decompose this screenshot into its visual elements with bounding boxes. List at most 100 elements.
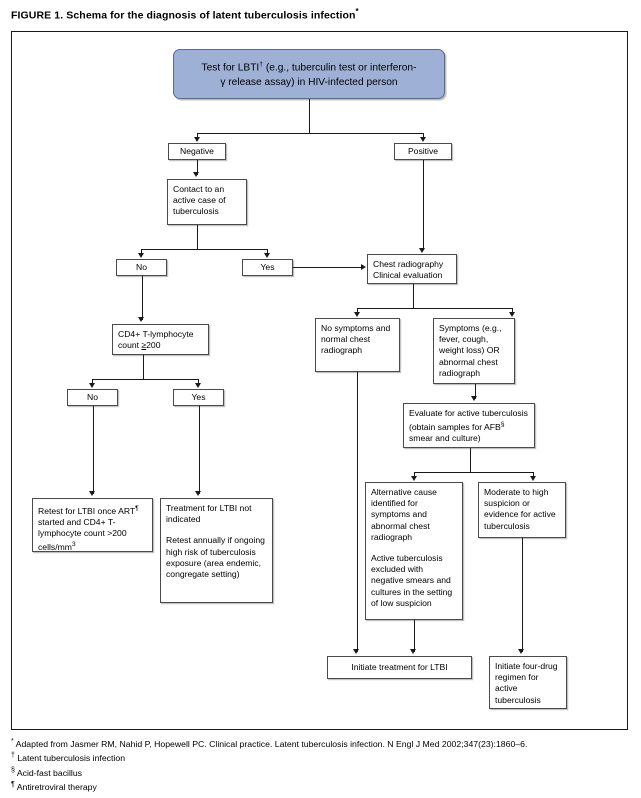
arrow-to-symptoms <box>508 312 515 317</box>
footnote-2: † Latent tuberculosis infection <box>11 750 641 764</box>
node-moderate-high-suspicion: Moderate to high suspicion or evidence f… <box>478 482 566 538</box>
connector-positive-to-chest <box>422 160 424 250</box>
node-cd4-no: No <box>67 389 118 406</box>
page-title: FIGURE 1. Schema for the diagnosis of la… <box>11 7 359 22</box>
node-initiate-treatment-ltbi-label: Initiate treatment for LTBI <box>351 661 448 672</box>
arrow-no-to-cd4 <box>138 317 145 322</box>
footnotes: * Adapted from Jasmer RM, Nahid P, Hopew… <box>11 736 641 794</box>
connector-to-no-symptoms <box>357 308 359 315</box>
node-treatment-not-indicated-p2: Retest annually if ongoing high risk of … <box>166 535 265 580</box>
footnote-3-text: Acid-fast bacillus <box>16 767 83 778</box>
node-treatment-not-indicated: Treatment for LTBI not indicated Retest … <box>160 498 273 603</box>
start-line1-a: Test for LBTI <box>201 62 260 74</box>
node-symptoms: Symptoms (e.g., fever, cough, weight los… <box>433 318 515 384</box>
connector-to-cd4-no <box>92 379 94 386</box>
connector-to-negative <box>197 133 199 140</box>
node-treatment-not-indicated-p1: Treatment for LTBI not indicated <box>166 503 252 525</box>
arrow-moderate-to-fourdrug <box>518 649 525 654</box>
connector-to-contact-yes <box>267 249 269 256</box>
node-chest-radiography: Chest radiography Clinical evaluation <box>367 254 457 284</box>
footnote-4-text: Antiretroviral therapy <box>16 782 97 793</box>
connector-negative-to-contact <box>196 160 198 175</box>
node-moderate-high-text: Moderate to high suspicion or evidence f… <box>484 487 556 531</box>
connector-chest-down <box>412 284 414 309</box>
diagram-frame: Test for LBTI† (e.g., tuberculin test or… <box>11 31 628 730</box>
node-evaluate-text-b: smear and culture) <box>409 433 481 444</box>
connector-to-cd4-yes <box>198 379 200 386</box>
node-cd4-text: CD4+ T-lymphocyte count ≥200 <box>118 329 203 351</box>
node-cd4-yes-label: Yes <box>191 391 206 402</box>
arrow-to-moderate-high <box>529 476 536 481</box>
connector-cd4yes-to-notreatment <box>198 406 200 494</box>
node-evaluate-marker: § <box>500 421 505 429</box>
arrow-cd4yes-to-notreatment <box>195 491 202 496</box>
footnote-2-text: Latent tuberculosis infection <box>17 753 126 764</box>
page-title-footnote-marker: * <box>355 7 359 16</box>
connector-moderate-to-fourdrug <box>521 538 523 652</box>
arrow-negative-to-contact <box>193 172 200 177</box>
node-initiate-four-drug: Initiate four-drug regimen for active tu… <box>489 656 567 709</box>
node-cd4-no-label: No <box>87 391 98 402</box>
node-alternative-cause-p1: Alternative cause identified for symptom… <box>371 487 437 542</box>
connector-cd4no-to-retest <box>92 406 94 494</box>
connector-evaluate-down <box>469 448 471 473</box>
connector-cd4-down <box>142 355 144 380</box>
node-retest-sup: 3 <box>71 541 76 549</box>
connector-to-positive <box>423 133 425 140</box>
arrow-nosymptoms-to-initiate <box>353 649 360 654</box>
arrow-yes-to-chest <box>361 263 366 270</box>
node-symptoms-text: Symptoms (e.g., fever, cough, weight los… <box>439 323 502 378</box>
connector-contact-down <box>196 225 198 250</box>
connector-cd4-split <box>92 379 199 381</box>
arrow-positive-to-chest <box>419 248 426 253</box>
footnote-3: § Acid-fast bacillus <box>11 765 641 779</box>
arrow-to-contact-yes <box>263 253 270 258</box>
node-evaluate-text-a: Evaluate for active tuberculosis (obtain… <box>409 408 528 433</box>
node-evaluate-active-tb: Evaluate for active tuberculosis (obtain… <box>403 403 535 448</box>
node-test-for-ltbi: Test for LBTI† (e.g., tuberculin test or… <box>173 49 445 99</box>
node-initiate-treatment-ltbi: Initiate treatment for LTBI <box>327 656 472 679</box>
node-cd4-count: CD4+ T-lymphocyte count ≥200 <box>112 324 209 355</box>
arrow-to-negative <box>193 137 200 142</box>
connector-chest-split <box>357 308 513 310</box>
arrow-to-contact-no <box>137 253 144 258</box>
node-positive-label: Positive <box>407 145 439 156</box>
node-alternative-cause: Alternative cause identified for symptom… <box>365 482 463 620</box>
footnote-1: * Adapted from Jasmer RM, Nahid P, Hopew… <box>11 736 641 750</box>
arrow-to-alternative-cause <box>410 476 417 481</box>
start-line1-marker: † <box>259 61 264 69</box>
arrow-to-cd4-yes <box>194 383 201 388</box>
connector-to-alternative-cause <box>414 472 416 479</box>
arrow-altcause-to-initiate <box>410 649 417 654</box>
node-contact-yes: Yes <box>242 259 293 276</box>
footnote-3-marker: § <box>11 766 15 774</box>
arrow-to-no-symptoms <box>353 312 360 317</box>
connector-altcause-to-initiate <box>413 620 415 652</box>
node-cd4-gte: ≥ <box>141 340 147 351</box>
node-cd4-text-b: 200 <box>146 340 161 351</box>
node-retest-text-b: started and CD4+ T-lymphocyte count >200… <box>38 517 127 553</box>
arrow-symptoms-to-evaluate <box>471 396 478 401</box>
node-contact-no-label: No <box>136 261 147 272</box>
node-contact-active-case: Contact to an active case of tuberculosi… <box>167 179 247 225</box>
connector-to-symptoms <box>512 308 514 315</box>
connector-symptoms-to-evaluate <box>474 384 476 399</box>
arrow-to-positive <box>419 137 426 142</box>
footnote-4-marker: ¶ <box>11 781 15 789</box>
node-negative-label: Negative <box>180 145 214 156</box>
node-evaluate-text: Evaluate for active tuberculosis (obtain… <box>409 408 529 444</box>
node-contact-no: No <box>116 259 167 276</box>
node-cd4-text-a: CD4+ T-lymphocyte count <box>118 329 194 351</box>
node-retest-text: Retest for LTBI once ART¶ started and CD… <box>38 503 147 554</box>
node-positive: Positive <box>394 143 452 160</box>
connector-to-contact-no <box>141 249 143 256</box>
footnote-2-marker: † <box>11 752 15 760</box>
arrow-cd4no-to-retest <box>89 491 96 496</box>
page-title-text: FIGURE 1. Schema for the diagnosis of la… <box>11 9 356 22</box>
connector-no-to-cd4 <box>141 276 143 320</box>
node-retest-ltbi: Retest for LTBI once ART¶ started and CD… <box>32 498 153 552</box>
node-no-symptoms-text: No symptoms and normal chest radiograph <box>321 323 391 356</box>
node-alternative-cause-p2: Active tuberculosis excluded with negati… <box>371 553 453 608</box>
node-initiate-four-drug-text: Initiate four-drug regimen for active tu… <box>495 661 558 705</box>
connector-nosymptoms-to-initiate <box>356 372 358 652</box>
